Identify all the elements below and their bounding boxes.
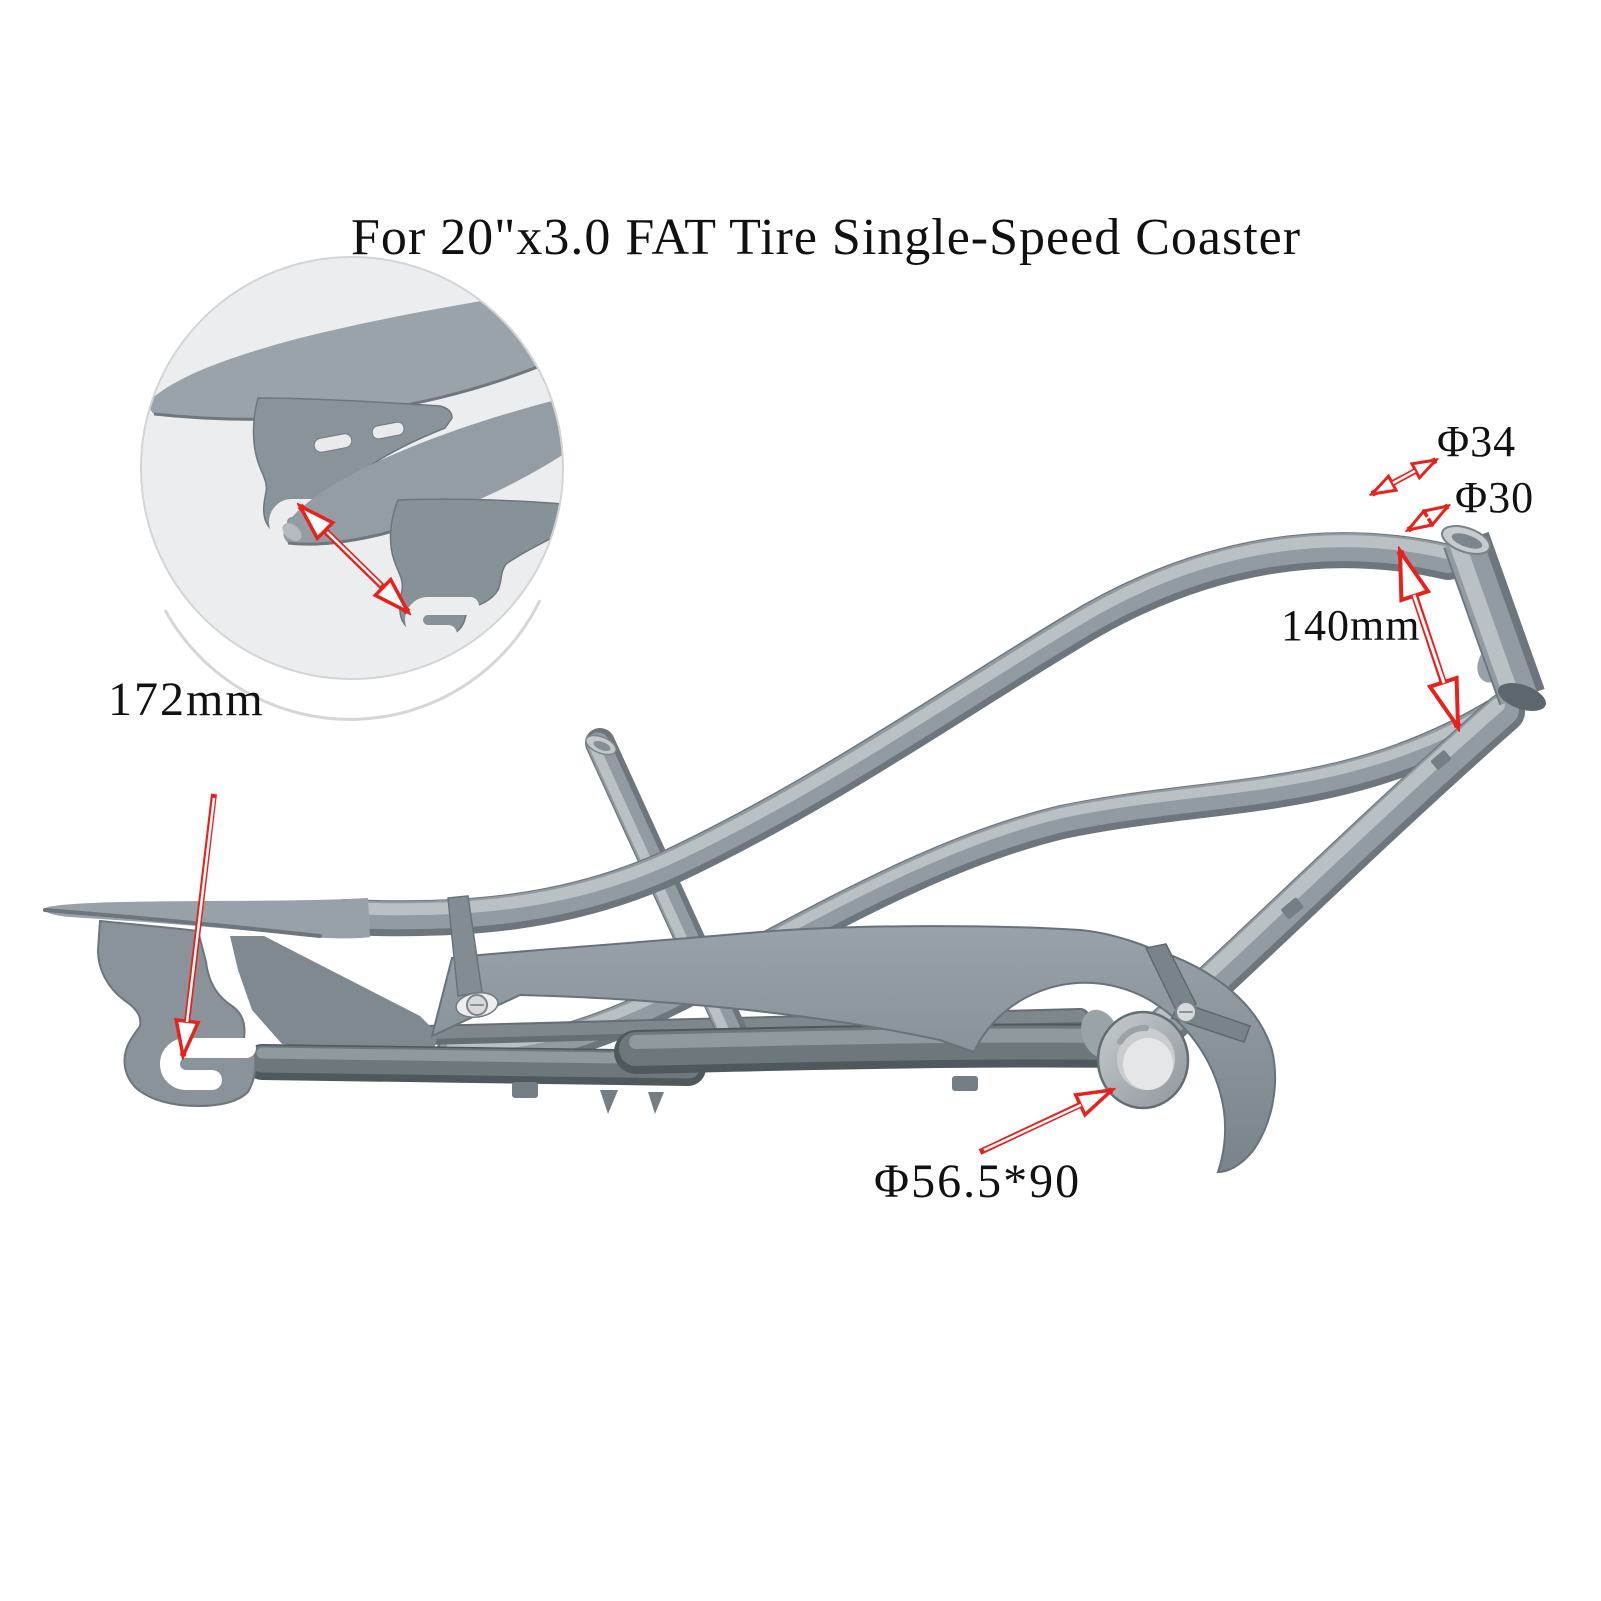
dim-label-bottom-bracket: Φ56.5*90	[874, 1155, 1082, 1208]
arrow-phi30	[1408, 503, 1448, 533]
head-tube	[1457, 540, 1522, 700]
chain-guard-rear-bracket	[1144, 943, 1251, 1043]
chain-guard	[430, 925, 1277, 1174]
seat-stay-blade	[44, 898, 371, 939]
inset-seat-stay-blade	[149, 288, 562, 420]
dim-label-phi30: Φ30	[1455, 473, 1535, 522]
bike-frame	[43, 521, 1550, 1174]
arrow-phi34	[1372, 457, 1436, 497]
dropout-plate-far	[230, 936, 438, 1050]
arrow-172mm	[183, 793, 217, 1056]
dimension-arrows	[183, 457, 1462, 1155]
arrow-bb-shell	[978, 1087, 1112, 1155]
bottom-tube	[636, 1035, 1120, 1052]
arrow-140mm	[1396, 551, 1462, 727]
inset-dimension-arrow	[300, 506, 408, 612]
product-title: For 20"x3.0 FAT Tire Single-Speed Coaste…	[350, 209, 1302, 266]
dim-label-dropout-spacing: 172mm	[108, 673, 265, 726]
bottom-bracket-shell	[1096, 1010, 1190, 1110]
inset-detail-circle	[140, 256, 564, 721]
dim-label-head-tube-length: 140mm	[1281, 601, 1421, 650]
cable-tabs	[512, 750, 1451, 1114]
chain-guard-front-bracket	[447, 895, 483, 997]
head-tube-bottom-cut	[1498, 683, 1546, 711]
dropout-plate	[96, 919, 257, 1108]
inset-dropout-slot-far	[405, 597, 479, 643]
dim-label-phi34: Φ34	[1437, 417, 1517, 466]
